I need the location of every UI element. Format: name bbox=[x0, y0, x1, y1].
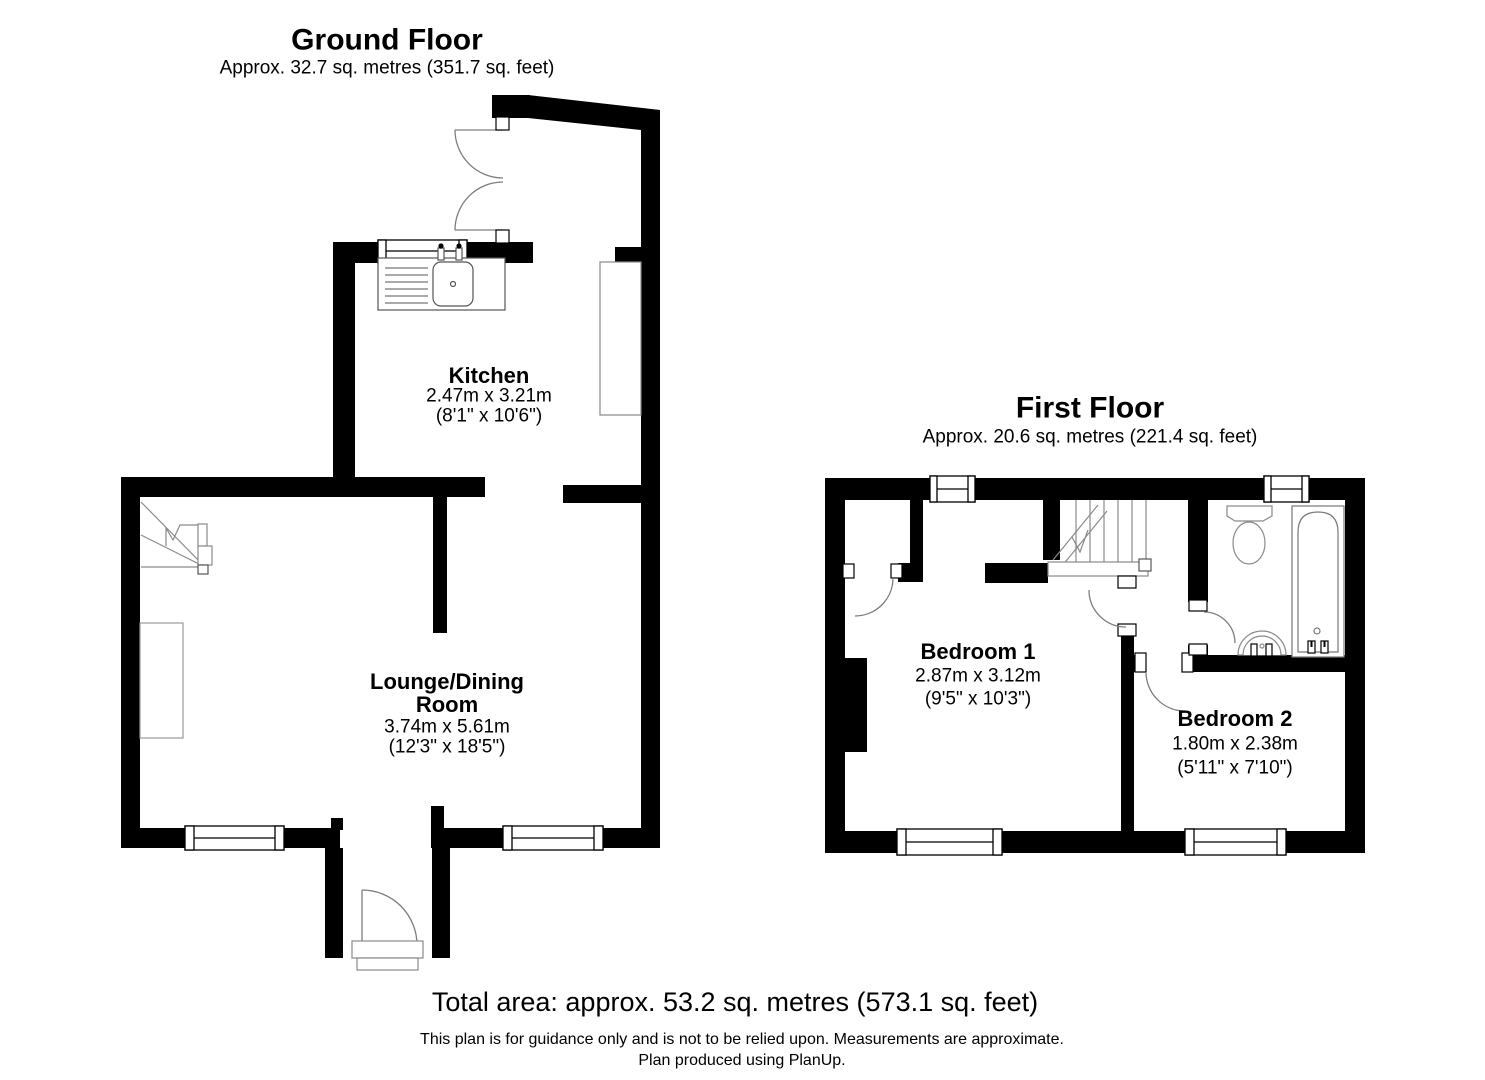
lounge-divider-stub bbox=[433, 497, 447, 633]
lounge-label-line2: Room bbox=[415, 691, 479, 717]
porch-right-wall bbox=[432, 848, 450, 958]
ff-divider-wall-lower bbox=[1121, 625, 1134, 853]
gf-right-wall bbox=[641, 110, 660, 848]
ff-closet-wall bbox=[910, 500, 923, 568]
ff-door-frames bbox=[842, 563, 1208, 673]
bedroom1-size-imperial: (9'5" x 10'3") bbox=[924, 688, 1032, 710]
bathroom-left-wall bbox=[1188, 500, 1208, 602]
ground-floor-plan bbox=[121, 95, 660, 958]
lounge-furniture bbox=[139, 622, 184, 739]
ff-stairwell-wall bbox=[1043, 498, 1060, 560]
kitchen-top-right-wall bbox=[615, 247, 645, 263]
ff-top-window-left bbox=[929, 475, 976, 503]
kitchen-size-imperial: (8'1" x 10'6") bbox=[435, 405, 543, 427]
gf-left-wall bbox=[121, 477, 140, 848]
bathtub bbox=[1291, 505, 1345, 658]
first-floor-plan bbox=[825, 478, 1365, 853]
ground-floor-area: Approx. 32.7 sq. metres (351.7 sq. feet) bbox=[219, 57, 555, 79]
first-floor-area: Approx. 20.6 sq. metres (221.4 sq. feet) bbox=[922, 426, 1258, 448]
lounge-window-left bbox=[184, 825, 285, 851]
kitchen-left-wall bbox=[333, 242, 355, 477]
bedroom2-top-wall-right bbox=[1185, 655, 1363, 672]
bedroom2-size-imperial: (5'11" x 7'10") bbox=[1177, 757, 1293, 779]
toilet bbox=[1226, 505, 1273, 565]
bedroom1-size-metric: 2.87m x 3.12m bbox=[915, 665, 1041, 687]
total-area-text: Total area: approx. 53.2 sq. metres (573… bbox=[431, 987, 1039, 1018]
kitchen-worktop-unit bbox=[599, 261, 642, 416]
kitchen-label: Kitchen bbox=[448, 362, 530, 388]
ground-floor-title: Ground Floor bbox=[291, 23, 483, 57]
bedroom1-label: Bedroom 1 bbox=[920, 638, 1036, 664]
lounge-top-wall bbox=[121, 477, 485, 497]
front-door bbox=[361, 889, 418, 946]
ff-left-wall bbox=[825, 478, 845, 853]
disclaimer-text: This plan is for guidance only and is no… bbox=[420, 1031, 1064, 1049]
first-floor-stairs bbox=[1047, 500, 1152, 577]
lounge-size-imperial: (12'3" x 18'5") bbox=[388, 736, 506, 758]
credit-text: Plan produced using PlanUp. bbox=[638, 1052, 846, 1070]
bedroom2-window bbox=[1184, 828, 1287, 856]
kitchen-sink-unit bbox=[377, 243, 506, 311]
bedroom2-size-metric: 1.80m x 2.38m bbox=[1172, 733, 1298, 755]
gf-diagonal-top-wall bbox=[528, 95, 660, 132]
lounge-size-metric: 3.74m x 5.61m bbox=[384, 716, 510, 738]
ff-alcove-wall bbox=[985, 563, 1048, 583]
ground-floor-stairs bbox=[140, 501, 213, 575]
first-floor-title: First Floor bbox=[1015, 391, 1165, 425]
porch-left-wall bbox=[325, 848, 343, 958]
entrance-double-doors bbox=[454, 129, 504, 231]
ff-top-window-right bbox=[1263, 475, 1310, 503]
lounge-top-right-wall bbox=[563, 485, 660, 503]
bedroom1-window bbox=[896, 828, 1003, 856]
entrance-door-frames bbox=[495, 116, 510, 244]
ff-closet-wall-foot bbox=[898, 563, 923, 582]
lounge-window-right bbox=[502, 825, 604, 851]
bedroom2-door-arc bbox=[1145, 671, 1186, 712]
ff-door-arcs bbox=[854, 577, 1236, 712]
porch-left-nub bbox=[331, 818, 343, 830]
bedroom1-door-arc bbox=[1088, 589, 1127, 628]
wash-basin bbox=[1237, 630, 1287, 657]
closet-door-arc bbox=[854, 577, 894, 617]
bedroom2-label: Bedroom 2 bbox=[1177, 705, 1293, 731]
lounge-label-line1: Lounge/Dining bbox=[370, 668, 524, 694]
porch-right-stub bbox=[431, 806, 444, 830]
ff-chimney-breast bbox=[845, 658, 867, 752]
bathroom-door-arc bbox=[1203, 611, 1236, 644]
kitchen-size-metric: 2.47m x 3.21m bbox=[426, 385, 552, 407]
front-door-threshold bbox=[351, 940, 424, 971]
gf-top-stub-wall bbox=[492, 95, 530, 118]
